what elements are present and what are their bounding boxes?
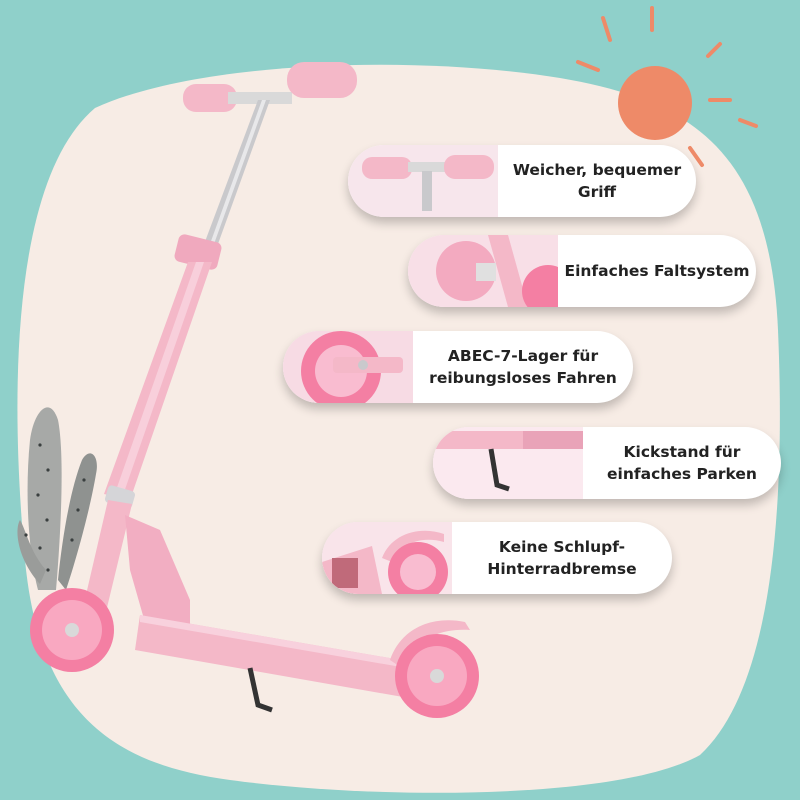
right-grip-icon — [287, 62, 357, 98]
feature-card-brake: Keine Schlupf- Hinterradbremse — [322, 522, 672, 594]
folding-joint-icon — [408, 235, 574, 307]
left-grip-icon — [183, 84, 237, 112]
feature-label-brake: Keine Schlupf- Hinterradbremse — [487, 538, 637, 578]
handlebar-grip-icon — [348, 145, 498, 217]
kickstand-icon — [433, 427, 583, 499]
feature-label-kickstand: Kickstand für einfaches Parken — [607, 443, 757, 483]
bearing-wheel-icon — [283, 331, 413, 403]
feature-card-grip: Weicher, bequemer Griff — [348, 145, 696, 217]
feature-label-bearing: ABEC-7-Lager für reibungsloses Fahren — [429, 347, 617, 387]
feature-label-folding: Einfaches Faltsystem — [564, 262, 750, 280]
feature-card-folding: Einfaches Faltsystem — [408, 235, 756, 307]
feature-card-kickstand: Kickstand für einfaches Parken — [433, 427, 781, 499]
feature-card-bearing: ABEC-7-Lager für reibungsloses Fahren — [283, 331, 633, 403]
rear-brake-icon — [322, 522, 452, 594]
deck-icon — [135, 615, 430, 700]
feature-label-grip: Weicher, bequemer Griff — [512, 161, 682, 201]
